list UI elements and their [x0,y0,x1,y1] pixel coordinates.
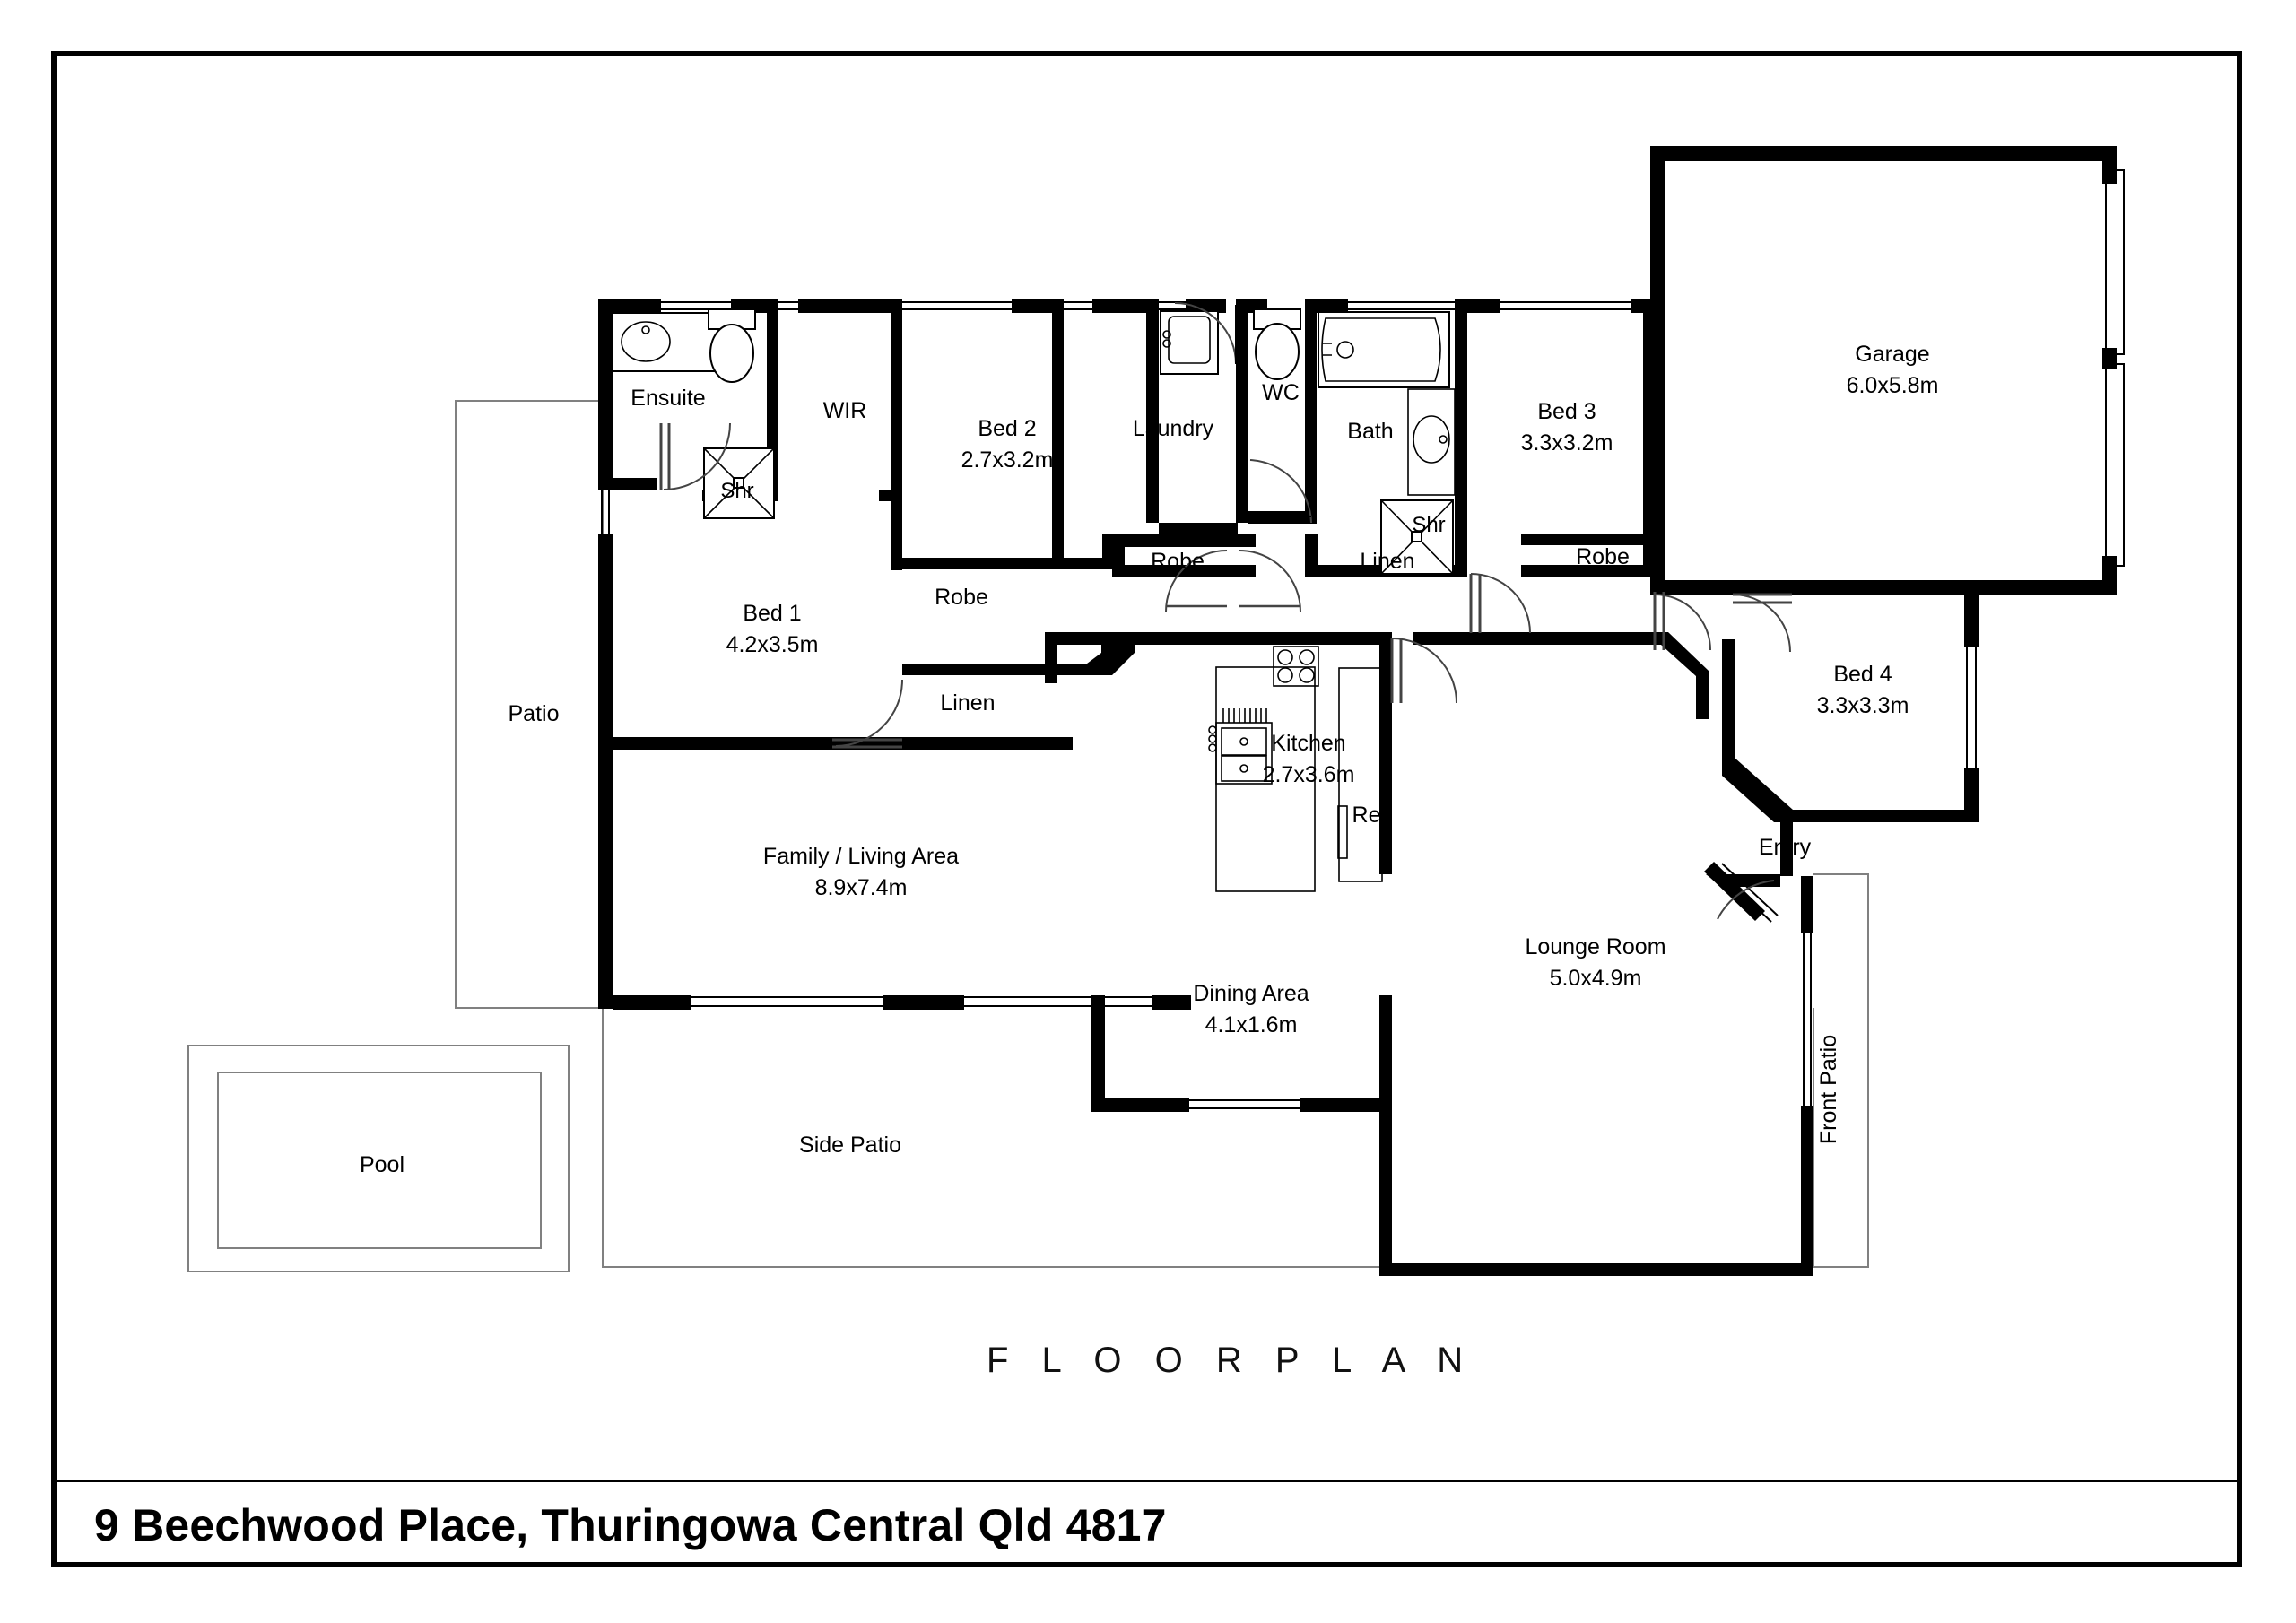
room-label-bed1: Bed 1 [743,601,801,626]
room-dims-bed2: 2.7x3.2m [961,447,1054,473]
page-title: F L O O R P L A N [987,1341,1475,1380]
room-label-patio: Patio [509,701,560,726]
pool-surround [187,1045,570,1272]
room-dims-dining: 4.1x1.6m [1205,1012,1298,1037]
basin-bath [1413,415,1450,464]
room-label-pool: Pool [360,1152,404,1177]
plumbing-fixtures [612,302,1456,892]
room-label-robe-bed2: Robe [1151,549,1205,574]
room-label-laundry: Laundry [1133,416,1214,441]
kitchen-bench [1338,667,1383,882]
vanity-bath [1407,388,1456,496]
room-label-family: Family / Living Area [763,844,959,869]
toilet-wc [1255,323,1300,380]
room-label-bed4: Bed 4 [1833,662,1892,687]
cooktop [1273,646,1319,687]
front-patio-outline [1813,873,1869,1268]
room-label-dining: Dining Area [1193,981,1309,1006]
laundry-door-swing [1174,302,1237,365]
room-label-linen-bed1: Linen [940,690,995,716]
room-labels: Ensuite Shr WIR Bed 2 2.7x3.2m Laundry W… [360,342,1938,1177]
room-dims-family: 8.9x7.4m [815,875,908,900]
room-dims-garage: 6.0x5.8m [1847,373,1939,398]
room-label-bed3: Bed 3 [1537,399,1596,424]
wc-door-swing [1249,459,1312,524]
room-label-wc: WC [1262,380,1300,405]
room-dims-bed4: 3.3x3.3m [1817,693,1909,718]
room-label-front-patio: Front Patio [1816,1035,1841,1144]
room-dims-bed1: 4.2x3.5m [726,632,819,657]
room-dims-bed3: 3.3x3.2m [1521,430,1613,456]
room-label-ensuite: Ensuite [631,386,705,411]
side-patio-outline [602,1008,1814,1268]
fridge-door [1337,805,1348,859]
room-label-shr-ensuite: Shr [720,479,753,503]
property-address: 9 Beechwood Place, Thuringowa Central Ql… [94,1500,1167,1550]
bathtub [1318,311,1450,388]
room-label-linen-bath: Linen [1360,549,1414,574]
vanity-counter-ensuite [612,312,721,372]
room-label-entry: Entry [1759,835,1812,860]
sheet-border [51,51,2242,1567]
room-label-kitchen: Kitchen [1271,731,1345,756]
room-label-bath: Bath [1347,419,1393,444]
door-swings [659,422,1792,749]
outdoor-areas [187,400,1869,1272]
room-label-ref: Ref [1352,803,1387,828]
basin-ensuite [621,321,671,362]
kitchen-drainer [1222,708,1267,723]
room-dims-lounge: 5.0x4.9m [1550,966,1642,991]
pool-water [217,1072,542,1249]
room-label-robe-bed3: Robe [1576,544,1630,569]
room-label-bed2: Bed 2 [978,416,1036,441]
toilet-ensuite [709,324,754,383]
kitchen-sink [1215,722,1273,785]
room-label-lounge: Lounge Room [1525,934,1665,959]
room-label-garage: Garage [1855,342,1929,367]
title-divider [51,1480,2242,1482]
room-dims-kitchen: 2.7x3.6m [1263,762,1355,787]
room-label-robe-bed1: Robe [935,585,988,610]
room-label-side-patio: Side Patio [799,1133,901,1158]
walls [598,146,2125,1276]
room-label-wir: WIR [823,398,867,423]
room-label-shr-bath: Shr [1412,513,1445,537]
